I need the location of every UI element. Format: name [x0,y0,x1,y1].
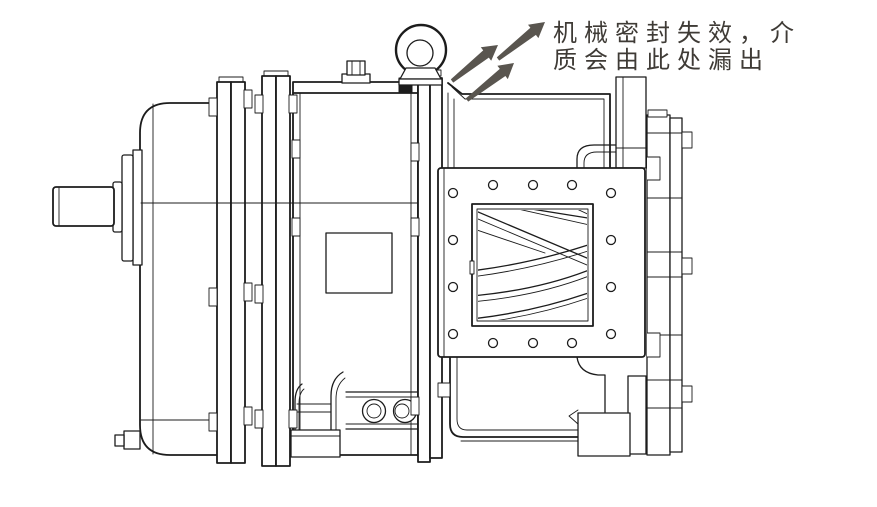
stud-bolt [681,257,693,275]
machine-line-art [52,23,693,467]
screw-rotors [478,210,587,320]
foot-pad [290,429,341,458]
pump-casing-bottom [449,356,606,442]
bearing-cover-disc [132,149,143,266]
top-fittings [341,23,448,93]
drain-plug [123,430,141,450]
foot-column [627,375,647,455]
mounting-foot-right [577,412,631,457]
annotation-line-2: 质会由此处漏出 [553,47,770,74]
stud-bolt [681,385,693,403]
annotation-text: 机械密封失效，介 质会由此处漏出 [553,20,801,74]
lifting-eye-bolt [394,23,448,86]
main-casing [291,81,419,456]
annotation-line-1: 机械密封失效，介 [553,20,801,47]
rear-end-cover [568,76,693,457]
drive-shaft [52,186,115,227]
flange-plates-gearbox [208,76,253,464]
rotor-window [471,203,594,327]
flange-plates-middle [254,70,298,467]
leak-arrows-icon [450,22,545,102]
top-bracket [615,76,647,169]
stud-bolt [681,131,693,149]
port-flange [437,167,646,398]
flange-bolt-holes [447,179,617,349]
inspection-plate [325,232,393,294]
gearbox-housing [52,102,219,456]
pump-casing-top [447,82,617,169]
foot-hole [361,398,387,424]
